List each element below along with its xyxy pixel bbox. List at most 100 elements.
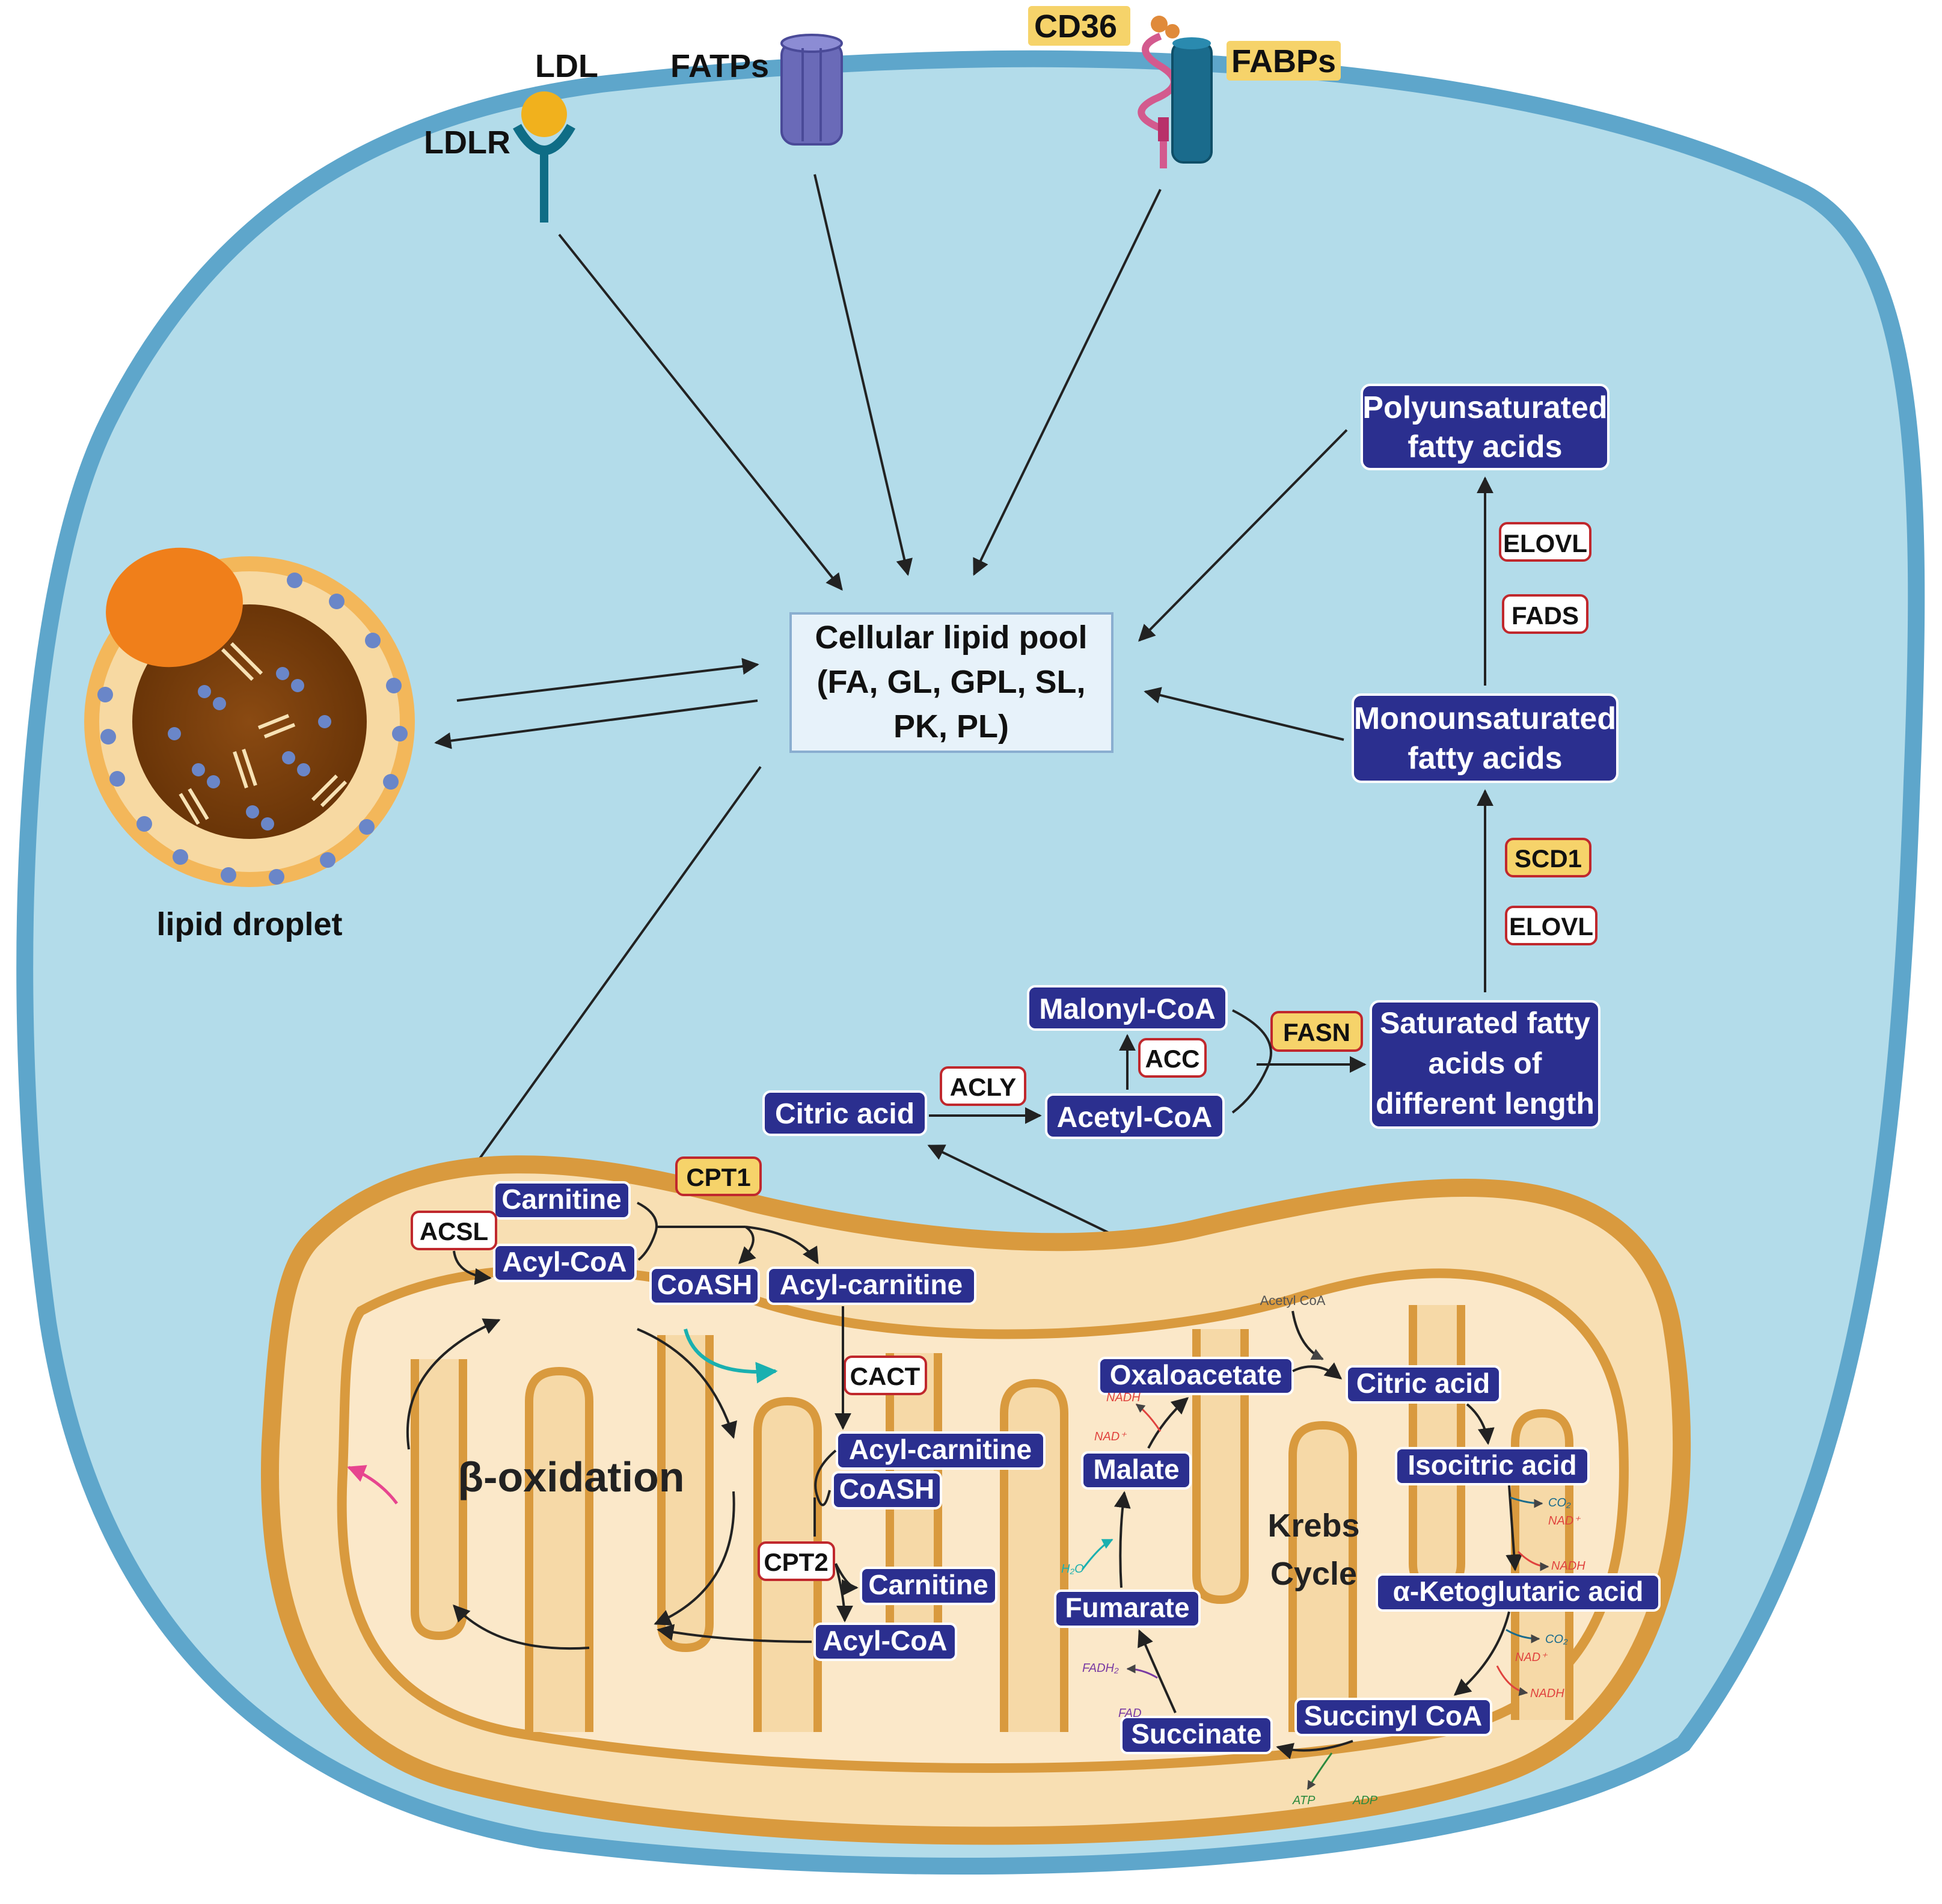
ldl-label: LDL [535, 48, 598, 84]
mitochondrion [260, 1155, 1691, 1845]
arrow-to-acylcarnitine [745, 1226, 819, 1265]
ldlr-label: LDLR [424, 124, 510, 161]
acyl-coa-box-inner: Acyl-CoA [813, 1623, 957, 1661]
acetyl-coa-box: Acetyl-CoA [1045, 1093, 1225, 1139]
malonyl-coa-box: Malonyl-CoA [1027, 985, 1228, 1031]
svg-text:Citric acid: Citric acid [1356, 1368, 1490, 1399]
nadh-label-2: NADH [1551, 1559, 1585, 1573]
nadh-label-3: NADH [1530, 1687, 1564, 1700]
arrow-succinylcoa-to-succinate [1276, 1740, 1353, 1760]
svg-text:Acyl-carnitine: Acyl-carnitine [849, 1434, 1032, 1465]
succinyl-coa-box: Succinyl CoA [1294, 1698, 1492, 1736]
arrow-pool-to-acsl [447, 766, 762, 1205]
acc-enzyme: ACC [1138, 1038, 1207, 1078]
scd1-enzyme: SCD1 [1505, 838, 1591, 877]
svg-text:FASN: FASN [1283, 1018, 1350, 1046]
carnitine-box-top: Carnitine [493, 1181, 631, 1220]
krebs-cofactors: NADH NAD⁺ CO₂ NAD⁺ NADH CO₂ NAD⁺ NADH AT… [1061, 1391, 1585, 1807]
atp-label: ATP [1292, 1794, 1316, 1807]
arrow-acsl-to-acylcoa [453, 1250, 492, 1285]
citric-acid-box: Citric acid [762, 1090, 927, 1136]
co2-label-2: CO₂ [1545, 1633, 1568, 1646]
lipid-droplet [84, 547, 415, 887]
nad-label-2: NAD⁺ [1548, 1514, 1581, 1528]
succinate-box: Succinate [1120, 1716, 1273, 1754]
arrow-malate-to-oaa [1147, 1397, 1189, 1449]
svg-text:Isocitric acid: Isocitric acid [1407, 1449, 1576, 1481]
arrow-pool-to-droplet [434, 699, 758, 749]
elovl-enzyme-top: ELOVL [1499, 522, 1591, 562]
krebs-label-2: Cycle [1270, 1556, 1357, 1592]
arrow-fatps-to-pool [813, 174, 913, 576]
arrow-acylcoa-to-betaox [657, 1624, 812, 1643]
krebs-citric-acid-box: Citric acid [1346, 1365, 1501, 1404]
fabp-transporter [1171, 37, 1213, 164]
svg-text:Acetyl-CoA: Acetyl-CoA [1057, 1102, 1213, 1134]
svg-text:ACLY: ACLY [950, 1073, 1016, 1101]
arrow-fabps-to-pool [973, 189, 1162, 576]
h2o-label: H₂O [1061, 1562, 1084, 1576]
svg-text:Saturated fatty: Saturated fatty [1380, 1006, 1590, 1040]
cpt2-enzyme: CPT2 [758, 1541, 835, 1581]
fatp-transporter [780, 34, 843, 146]
lipid-pool-line1: Cellular lipid pool [815, 619, 1087, 656]
svg-text:Malonyl-CoA: Malonyl-CoA [1039, 993, 1215, 1025]
svg-text:ELOVL: ELOVL [1509, 912, 1593, 941]
malate-box: Malate [1081, 1451, 1192, 1490]
fads-enzyme: FADS [1502, 594, 1588, 634]
ldl-particle [521, 91, 567, 137]
isocitric-acid-box: Isocitric acid [1395, 1447, 1590, 1485]
arrow-to-acylcoa-inner [835, 1563, 853, 1623]
svg-text:ELOVL: ELOVL [1503, 529, 1587, 557]
svg-text:ACC: ACC [1145, 1045, 1200, 1073]
alpha-ketoglutaric-acid-box: α-Ketoglutaric acid [1376, 1573, 1661, 1612]
arrow-cpt2-merge [814, 1449, 837, 1506]
arrow-akg-to-succinylcoa [1453, 1611, 1510, 1696]
arrow-oaa-to-citrate [1292, 1362, 1343, 1380]
co2-label-1: CO₂ [1548, 1496, 1571, 1509]
cact-enzyme: CACT [844, 1356, 927, 1395]
sfa-box: Saturated fatty acids of different lengt… [1370, 1000, 1600, 1129]
acyl-carnitine-box-inner: Acyl-carnitine [836, 1431, 1046, 1470]
arrow-ldlr-to-pool [558, 233, 843, 591]
acsl-enzyme: ACSL [411, 1211, 497, 1250]
arrow-acetylcoa-in [1291, 1310, 1324, 1360]
fatps-label: FATPs [670, 48, 769, 84]
svg-text:fatty acids: fatty acids [1407, 741, 1562, 776]
nad-label-1: NAD⁺ [1094, 1430, 1127, 1443]
svg-text:Carnitine: Carnitine [868, 1569, 988, 1600]
svg-text:acids of: acids of [1429, 1046, 1542, 1080]
beta-oxidation-cycle [347, 1318, 778, 1650]
svg-text:ACSL: ACSL [420, 1217, 488, 1245]
lipid-droplet-label: lipid droplet [157, 906, 343, 942]
oxaloacetate-box: Oxaloacetate [1098, 1357, 1294, 1395]
coash-box-top: CoASH [649, 1267, 760, 1305]
svg-text:Polyunsaturated: Polyunsaturated [1362, 390, 1607, 425]
arrow-to-coash [738, 1226, 756, 1264]
elovl-enzyme-bottom: ELOVL [1505, 906, 1597, 945]
svg-text:FADS: FADS [1512, 601, 1579, 630]
svg-text:CACT: CACT [850, 1362, 920, 1390]
acetyl-coa-small-label: Acetyl CoA [1260, 1293, 1326, 1308]
cd36-label: CD36 [1034, 8, 1117, 45]
cellular-lipid-pool: Cellular lipid pool (FA, GL, GPL, SL, PK… [789, 612, 1113, 753]
arrow-mufa-to-pool [1144, 687, 1344, 741]
arrow-pufa-to-pool [1138, 429, 1348, 642]
fasn-enzyme: FASN [1270, 1011, 1363, 1052]
fabps-label-box [1227, 41, 1341, 81]
svg-text:CPT2: CPT2 [764, 1548, 828, 1576]
acly-enzyme: ACLY [940, 1066, 1026, 1106]
acyl-carnitine-box-top: Acyl-carnitine [767, 1267, 976, 1305]
fadh2-label: FADH₂ [1082, 1662, 1119, 1675]
ldlr-receptor [513, 91, 575, 223]
svg-text:α-Ketoglutaric acid: α-Ketoglutaric acid [1393, 1576, 1644, 1607]
svg-text:Fumarate: Fumarate [1065, 1592, 1189, 1623]
mufa-box: Monounsaturated fatty acids [1352, 693, 1619, 783]
svg-text:Acyl-CoA: Acyl-CoA [822, 1625, 947, 1656]
svg-text:Succinate: Succinate [1131, 1718, 1261, 1749]
fabps-label: FABPs [1231, 43, 1336, 79]
svg-text:different length: different length [1376, 1087, 1594, 1120]
pufa-box: Polyunsaturated fatty acids [1361, 384, 1610, 470]
svg-text:fatty acids: fatty acids [1407, 429, 1562, 464]
